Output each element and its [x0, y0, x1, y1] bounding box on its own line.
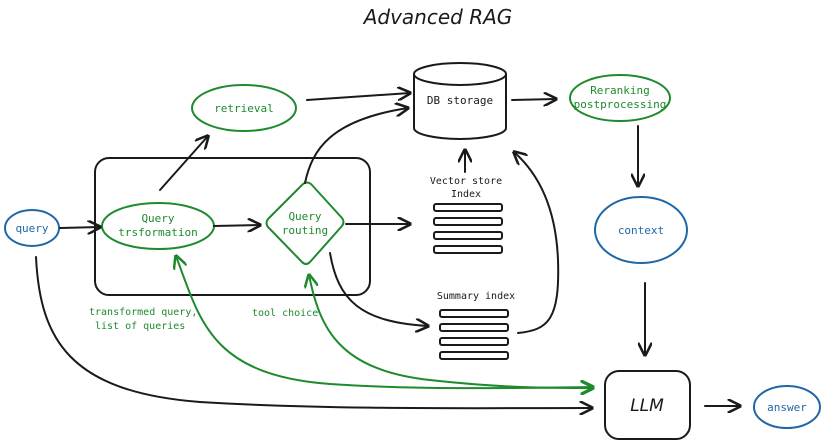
arrow-routing-to-db [304, 108, 408, 184]
db-storage-node [413, 62, 507, 140]
context-node [594, 196, 688, 264]
diagram-title: Advanced RAG [362, 5, 513, 29]
answer-node [753, 385, 821, 429]
retrieval-label: retrieval [214, 102, 274, 115]
reranking-label-1: Reranking [590, 84, 650, 97]
query-transformation-label-1: Query [141, 212, 174, 225]
arrow-query-to-llm [35, 256, 592, 408]
arrow-routing-to-summary-index [329, 252, 428, 326]
summary-index-rows [439, 309, 509, 360]
answer-label: answer [767, 401, 807, 414]
tool-choice-annotation: tool choice [252, 308, 318, 319]
vector-store-index-rows [433, 203, 503, 254]
transformed-query-annotation-1: transformed query, [89, 307, 197, 318]
vector-store-index-label-1: Vector store [430, 176, 502, 187]
llm-label: LLM [630, 396, 664, 416]
arrow-transformation-to-routing [213, 225, 260, 226]
transformed-query-annotation-2: list of queries [95, 321, 185, 332]
arrow-db-to-reranking [511, 99, 556, 100]
context-label: context [618, 224, 664, 237]
query-routing-label-2: routing [282, 224, 328, 237]
arrow-transformation-to-retrieval [159, 136, 208, 191]
arrow-routing-llm-green [309, 275, 593, 388]
query-routing-label-1: Query [288, 210, 321, 223]
retrieval-node [191, 84, 297, 132]
db-storage-label: DB storage [427, 94, 493, 107]
llm-node [604, 370, 691, 440]
summary-index-label: Summary index [437, 291, 515, 302]
query-label: query [15, 222, 48, 235]
arrow-retrieval-to-db [306, 93, 410, 101]
reranking-node [569, 74, 671, 122]
reranking-label-2: postprocessing [574, 98, 667, 111]
query-transformation-label-2: trsformation [118, 226, 197, 239]
arrow-transformation-llm-green [176, 256, 593, 388]
arrow-summary-index-to-db [514, 152, 560, 334]
arrow-query-to-transformation [59, 227, 100, 228]
vector-store-index-label-2: Index [451, 189, 481, 200]
